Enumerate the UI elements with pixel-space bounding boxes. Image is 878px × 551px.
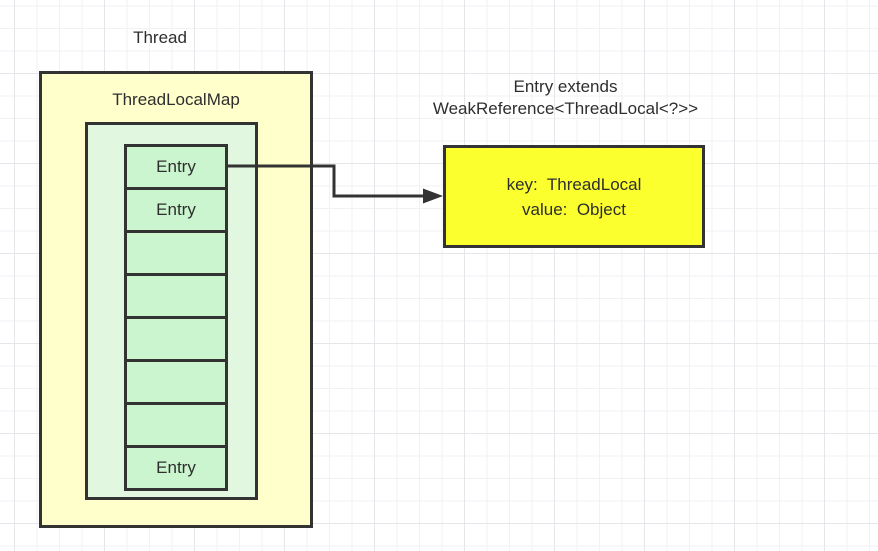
entry-cell	[127, 233, 225, 276]
entry-table: Entry Entry Entry	[124, 144, 228, 491]
entry-note-caption: Entry extends WeakReference<ThreadLocal<…	[400, 76, 731, 120]
entry-cell	[127, 276, 225, 319]
entry-value-line: value: Object	[522, 199, 626, 219]
entry-cell	[127, 362, 225, 405]
entry-cell: Entry	[127, 190, 225, 233]
threadlocalmap-box: Entry Entry Entry	[85, 122, 258, 500]
threadlocalmap-label: ThreadLocalMap	[112, 90, 240, 109]
entry-key-line: key: ThreadLocal	[506, 174, 642, 194]
entry-cell: Entry	[127, 448, 225, 488]
entry-cell: Entry	[127, 147, 225, 190]
thread-box: ThreadLocalMap Entry Entry Entry	[39, 71, 313, 528]
entry-note-box: key: ThreadLocal value: Object	[443, 145, 705, 248]
thread-label: Thread	[133, 28, 187, 47]
entry-note-caption-line2: WeakReference<ThreadLocal<?>>	[432, 99, 699, 118]
entry-note-caption-line1: Entry extends	[513, 77, 618, 96]
entry-cell	[127, 319, 225, 362]
entry-cell	[127, 405, 225, 448]
